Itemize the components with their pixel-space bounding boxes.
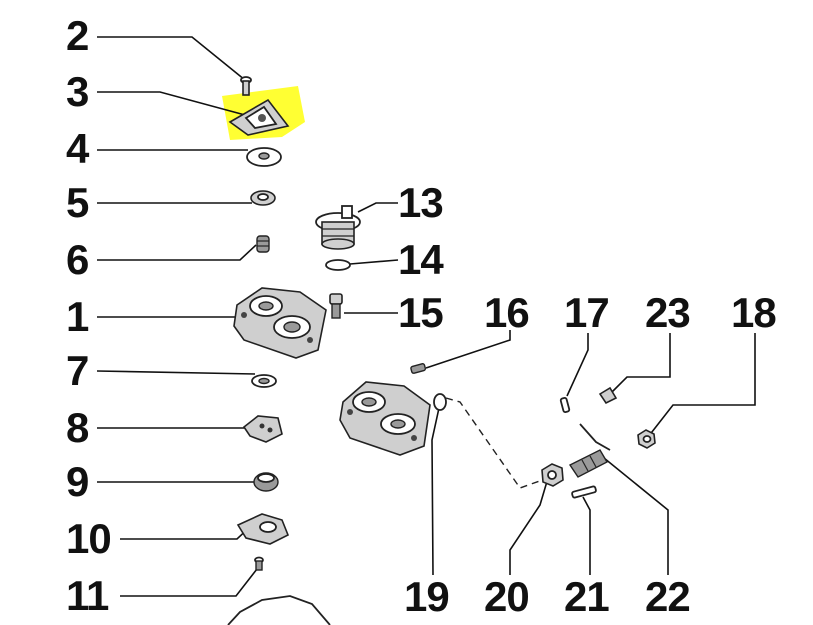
part-16-pin (410, 363, 427, 374)
leader-20 (509, 477, 549, 575)
bottom-gasket (227, 595, 331, 625)
part-19-oring (433, 393, 447, 411)
callout-19[interactable]: 19 (404, 573, 450, 620)
leader-16 (425, 330, 511, 369)
callout-2[interactable]: 2 (66, 12, 89, 59)
part-23-block (598, 386, 618, 405)
callout-23[interactable]: 23 (645, 289, 691, 336)
assembly-path (445, 397, 549, 489)
callout-7[interactable]: 7 (66, 347, 89, 394)
leader-2 (97, 36, 246, 81)
callout-9[interactable]: 9 (66, 458, 89, 505)
callout-16[interactable]: 16 (484, 289, 530, 336)
callout-5[interactable]: 5 (66, 179, 89, 226)
callout-4[interactable]: 4 (66, 125, 89, 172)
leader-10 (120, 524, 253, 540)
part-21-pin (571, 485, 597, 499)
callout-1[interactable]: 1 (66, 293, 89, 340)
callout-11[interactable]: 11 (66, 572, 109, 619)
part-2-screw (240, 76, 252, 96)
part-14-oring (325, 259, 351, 271)
part-6-spring (256, 235, 270, 253)
part-8-valve (242, 415, 283, 443)
callout-3[interactable]: 3 (66, 68, 89, 115)
callout-22[interactable]: 22 (645, 573, 691, 620)
part-13-cap (315, 205, 361, 250)
callout-18[interactable]: 18 (731, 289, 777, 336)
callout-14[interactable]: 14 (398, 236, 444, 283)
part-7-disk (251, 374, 277, 388)
part-1-upper-body (233, 287, 327, 359)
part-20-nut (541, 463, 564, 487)
callout-10[interactable]: 10 (66, 515, 112, 562)
leader-13 (357, 202, 398, 213)
leader-18 (647, 333, 756, 438)
part-22-shaft (568, 423, 611, 478)
callout-21[interactable]: 21 (564, 573, 610, 620)
part-11-screw (254, 556, 264, 571)
lower-head-body (339, 381, 431, 456)
part-3-triangle-plate (228, 98, 290, 136)
callout-13[interactable]: 13 (398, 179, 444, 226)
callout-6[interactable]: 6 (66, 236, 89, 283)
callout-8[interactable]: 8 (66, 404, 89, 451)
part-9-filter (253, 472, 279, 492)
callout-15[interactable]: 15 (398, 289, 444, 336)
leader-3 (97, 91, 246, 116)
part-17-pin (559, 397, 571, 413)
leader-19 (431, 407, 440, 576)
leader-17 (566, 333, 589, 397)
callout-20[interactable]: 20 (484, 573, 530, 620)
part-4-diaphragm (246, 147, 282, 167)
leader-21 (582, 496, 591, 575)
leader-23 (611, 333, 671, 393)
part-15-bolt (329, 293, 343, 319)
leader-11 (120, 568, 258, 597)
part-5-washer (250, 190, 276, 206)
part-18-nut (637, 429, 656, 449)
leader-lines (96, 36, 756, 597)
callout-17[interactable]: 17 (564, 289, 610, 336)
part-10-bracket (236, 513, 290, 545)
leader-22 (603, 457, 669, 575)
leader-7 (96, 370, 256, 375)
leader-6 (97, 244, 257, 261)
leader-14 (349, 259, 399, 265)
